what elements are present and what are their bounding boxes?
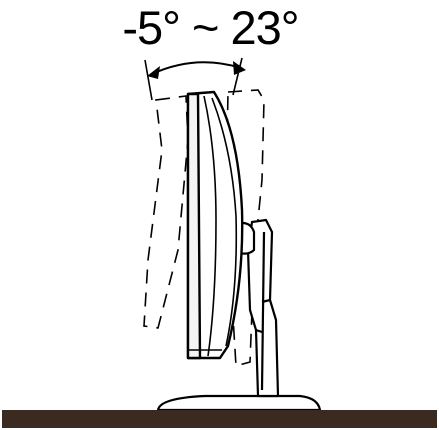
tilt-range-label: -5° ~ 23° — [122, 1, 299, 54]
tilt-reference-lines — [144, 57, 243, 101]
monitor-ghost-back-tilt — [143, 95, 189, 329]
stand-base — [156, 394, 322, 412]
monitor-body — [186, 90, 244, 360]
desk-surface — [2, 410, 437, 428]
tilt-arc-arrow — [147, 61, 246, 79]
stand-column — [246, 218, 280, 398]
